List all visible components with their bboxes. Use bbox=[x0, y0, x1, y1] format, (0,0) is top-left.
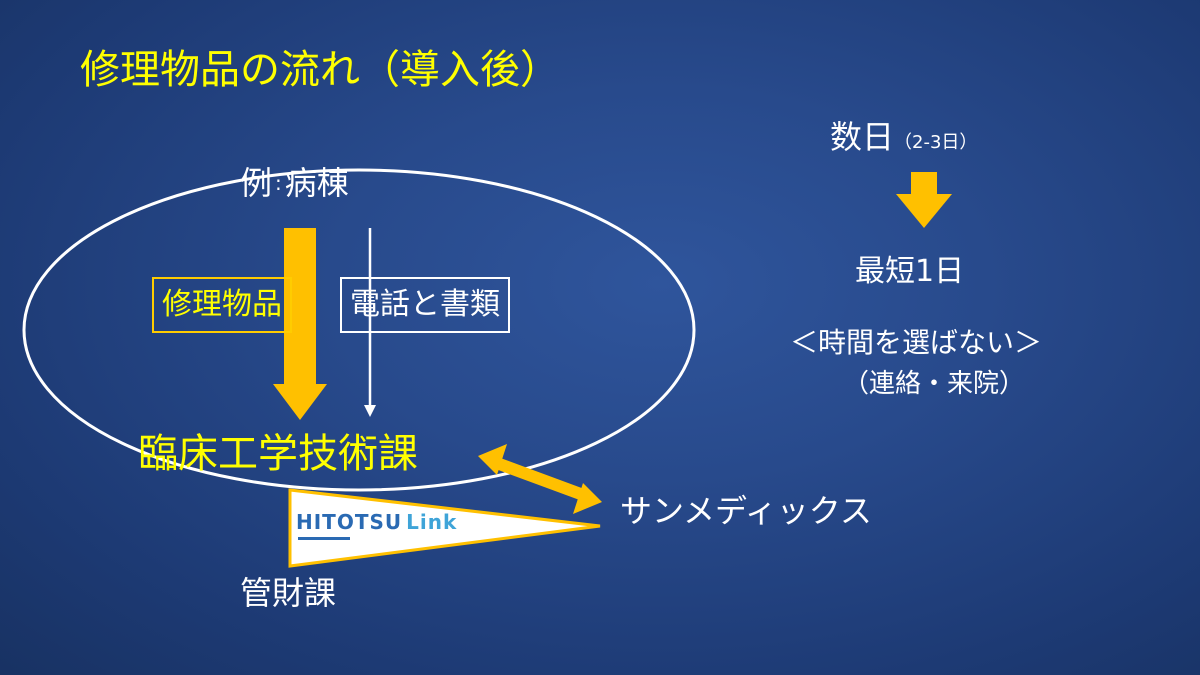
days-label: 数日（2-3日） bbox=[830, 118, 978, 156]
days-detail: （2-3日） bbox=[894, 132, 978, 153]
logo-sub: Link bbox=[406, 510, 458, 534]
ce-dept-label: 臨床工学技術課 bbox=[138, 431, 418, 477]
down-arrow-icon bbox=[896, 172, 952, 228]
repair-items-box: 修理物品 bbox=[152, 277, 292, 333]
phone-flow-arrow bbox=[364, 228, 376, 417]
vendor-label: サンメディックス bbox=[620, 492, 872, 530]
phone-docs-box: 電話と書類 bbox=[340, 277, 510, 333]
ward-ellipse bbox=[22, 168, 696, 492]
anytime-label: ＜時間を選ばない＞ bbox=[790, 326, 1043, 359]
ward-label: 例:病棟 bbox=[240, 164, 349, 202]
slide-title: 修理物品の流れ（導入後） bbox=[80, 47, 560, 93]
finance-dept-label: 管財課 bbox=[240, 574, 337, 612]
pennant-logo bbox=[288, 488, 601, 568]
shortest-label: 最短1日 bbox=[855, 254, 965, 289]
double-arrow-icon bbox=[478, 444, 602, 514]
ward-example: 例 bbox=[240, 164, 273, 202]
days-main: 数日 bbox=[830, 118, 895, 156]
ward-name: 病棟 bbox=[284, 164, 349, 202]
contact-label: （連絡・来院） bbox=[843, 369, 1026, 399]
logo-underline bbox=[298, 537, 350, 540]
repair-flow-arrow bbox=[273, 228, 327, 420]
ward-separator: : bbox=[275, 171, 282, 195]
logo-main: HITOTSU bbox=[296, 510, 403, 534]
